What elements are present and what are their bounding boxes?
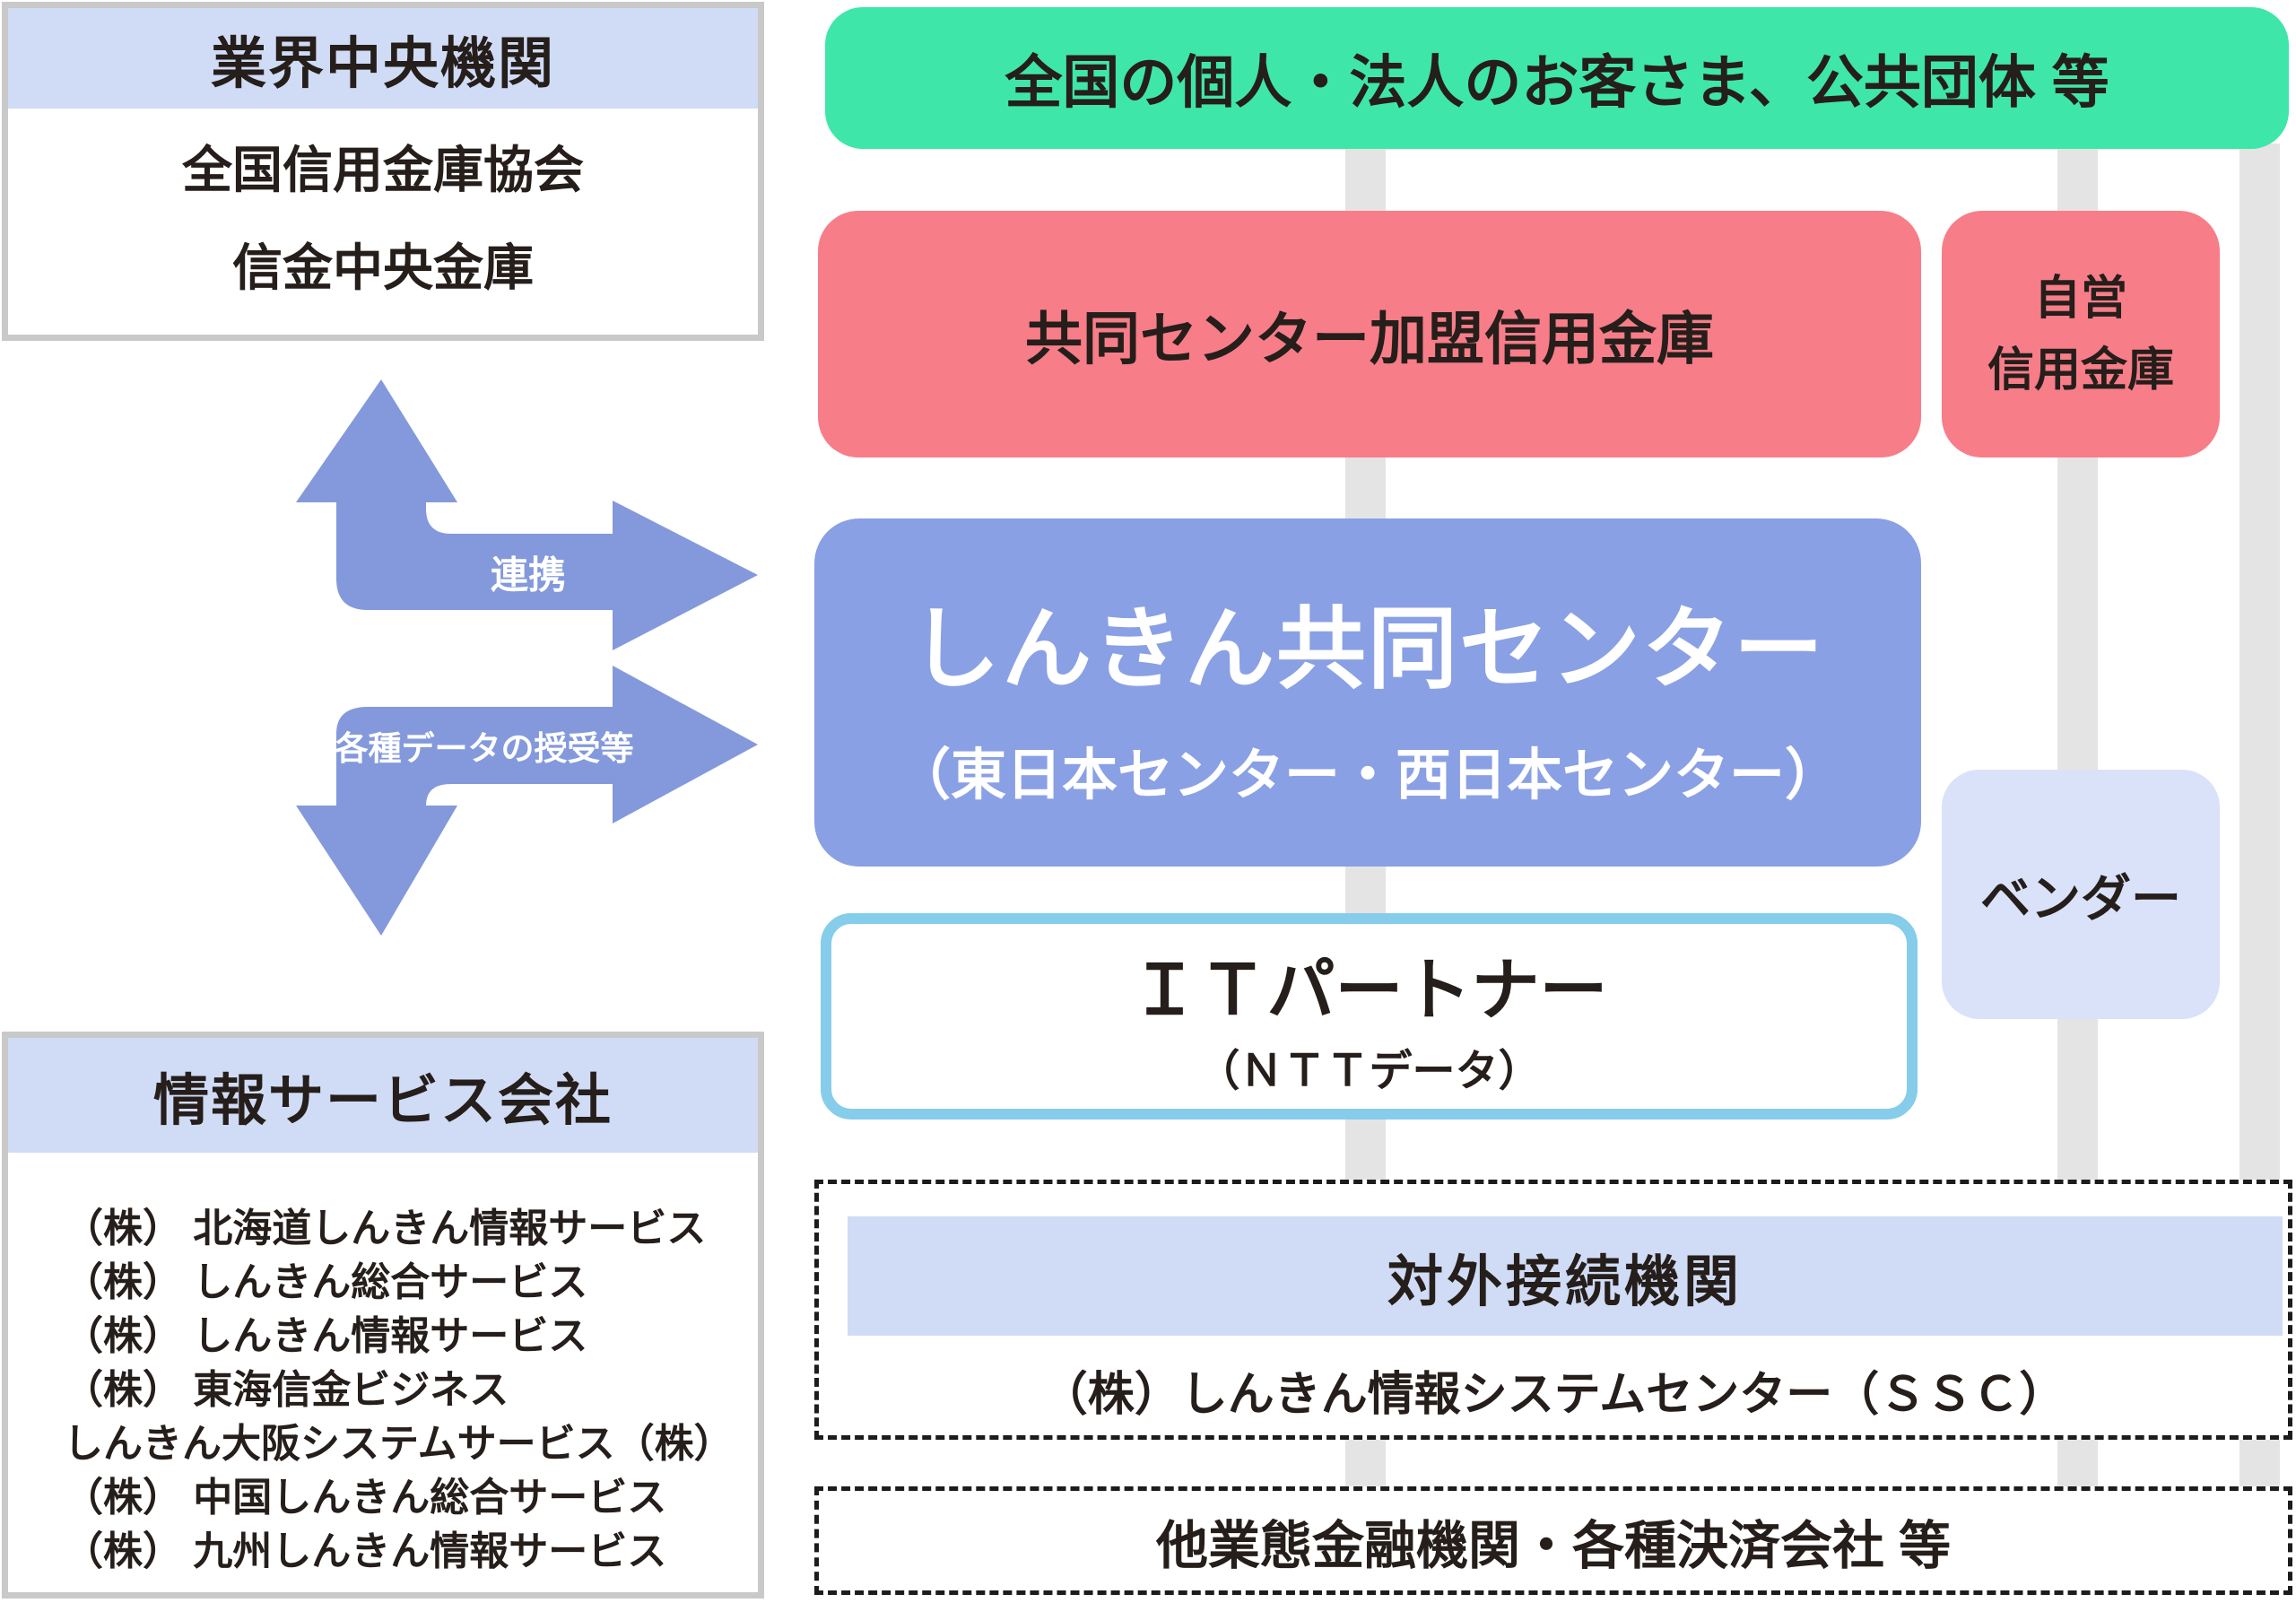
arrow-label-cooperation: 連携 (490, 553, 567, 597)
it-partner-subtitle: （ＮＴＴデータ） (1196, 1048, 1542, 1095)
list-item: （株） 東海信金ビジネス (64, 1368, 509, 1412)
industry-central-org-body: 全国信用金庫協会 信金中央金庫 (8, 109, 758, 322)
industry-central-org-panel: 業界中央機関 全国信用金庫協会 信金中央金庫 (2, 2, 764, 341)
external-connection-title: 対外接続機関 (1387, 1250, 1743, 1313)
member-banks-box: 共同センター加盟信用金庫 (818, 211, 1921, 457)
industry-central-org-title: 業界中央機関 (210, 33, 555, 95)
external-connection-box: 対外接続機関 （株）しんきん情報システムセンター（ＳＳＣ） (814, 1180, 2292, 1440)
org-zenkoku-shinkin-kyokai: 全国信用金庫協会 (182, 142, 584, 198)
other-institutions-label: 他業態金融機関・各種決済会社 等 (1155, 1516, 1952, 1575)
external-connection-member: （株）しんきん情報システムセンター（ＳＳＣ） (1040, 1369, 2066, 1421)
list-item: （株） 北海道しんきん情報サービス (64, 1207, 707, 1250)
other-institutions-box: 他業態金融機関・各種決済会社 等 (814, 1486, 2292, 1595)
list-item: （株） しんきん情報サービス (64, 1314, 588, 1358)
up-right-arrow (296, 379, 758, 650)
self-operated-line2: 信用金庫 (1987, 344, 2174, 396)
it-partner-box: ＩＴパートナー （ＮＴＴデータ） (821, 913, 1918, 1119)
org-shinkin-chuo-kinko: 信金中央金庫 (232, 240, 534, 296)
cooperation-arrows-graphic (296, 379, 758, 936)
self-operated-line1: 自営 (2033, 272, 2127, 325)
list-item: （株） しんきん総合サービス (64, 1260, 588, 1304)
customers-label: 全国の個人・法人のお客さま、公共団体 等 (1004, 50, 2109, 115)
info-service-panel: 情報サービス会社 （株） 北海道しんきん情報サービス （株） しんきん総合サービ… (2, 1032, 764, 1599)
vendor-box: ベンダー (1942, 770, 2220, 1019)
self-operated-banks-box: 自営 信用金庫 (1942, 211, 2220, 457)
joint-center-subtitle: （東日本センター・西日本センター） (894, 744, 1840, 806)
external-connection-header: 対外接続機関 (848, 1216, 2283, 1336)
info-service-header: 情報サービス会社 (8, 1038, 758, 1153)
info-service-company-list: （株） 北海道しんきん情報サービス （株） しんきん総合サービス （株） しんき… (8, 1153, 758, 1579)
member-banks-label: 共同センター加盟信用金庫 (1025, 306, 1714, 371)
list-item: （株） 九州しんきん情報サービス (64, 1529, 667, 1573)
vendor-label: ベンダー (1980, 869, 2181, 927)
list-item: しんきん大阪システムサービス（株） (64, 1422, 734, 1466)
joint-center-title: しんきん共同センター (910, 598, 1825, 700)
list-item: （株） 中国しんきん総合サービス (64, 1476, 667, 1520)
info-service-title: 情報サービス会社 (152, 1070, 613, 1132)
down-right-arrow (296, 666, 758, 936)
joint-center-box: しんきん共同センター （東日本センター・西日本センター） (814, 518, 1921, 867)
it-partner-title: ＩＴパートナー (1130, 953, 1608, 1029)
industry-central-org-header: 業界中央機関 (8, 8, 758, 109)
customers-box: 全国の個人・法人のお客さま、公共団体 等 (825, 7, 2289, 149)
arrow-label-data-exchange: 各種データの授受等 (335, 730, 634, 767)
